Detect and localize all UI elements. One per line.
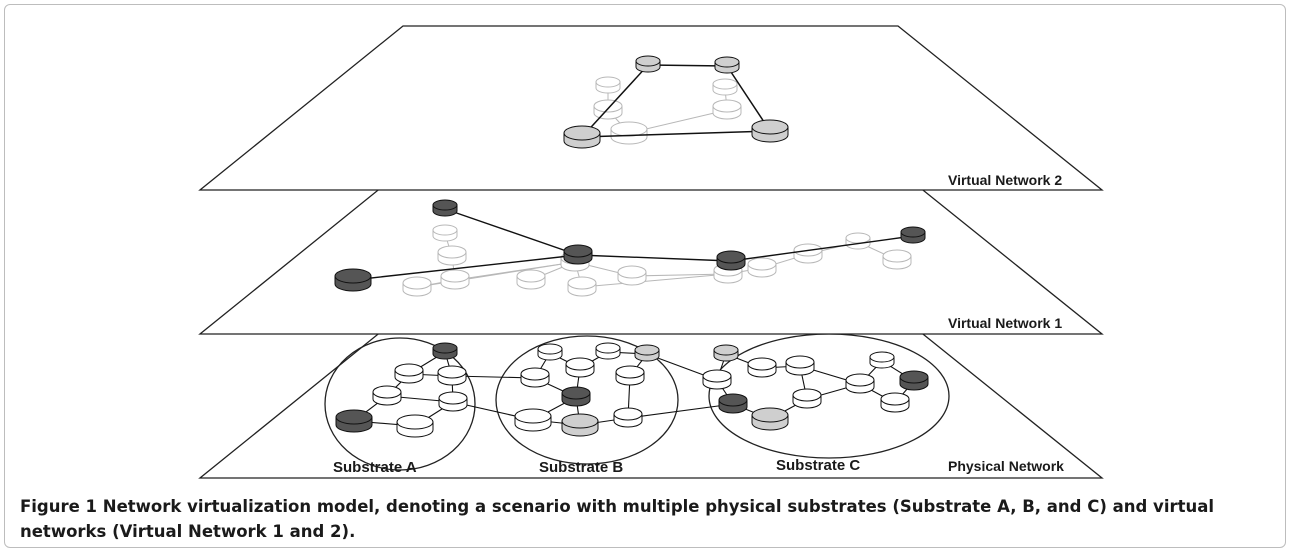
caption-label: Figure 1	[20, 497, 98, 516]
network-virtualization-diagram: Substrate A Substrate B Substrate C Phys…	[198, 25, 1104, 479]
substrate-node	[718, 393, 748, 414]
substrate-node	[438, 391, 468, 412]
substrate-node	[335, 409, 373, 433]
vn1-mapped-node	[402, 276, 432, 297]
vn2-mapped-node	[712, 99, 742, 120]
vn2-mapped-node	[610, 121, 648, 145]
virtual-network-2-plane	[198, 25, 1104, 191]
substrate-node	[747, 357, 777, 378]
substrate-node	[899, 370, 929, 391]
vn1-virtual-nodes	[334, 199, 926, 292]
substrate-node	[396, 414, 434, 438]
vn1-mapped-node	[845, 232, 871, 250]
substrate-node	[751, 407, 789, 431]
vn2-virtual-link	[647, 64, 728, 67]
substrate-node	[537, 343, 563, 361]
vn1-virtual-node	[900, 226, 926, 244]
substrate-node	[845, 373, 875, 394]
vn2-mapped-node	[712, 78, 738, 96]
vn2-virtual-node	[714, 56, 740, 74]
vn2-virtual-link	[581, 130, 771, 138]
substrate-b-boundary	[495, 335, 679, 465]
substrate-node	[394, 363, 424, 384]
substrate-node	[880, 392, 910, 413]
physical-network-label: Physical Network	[948, 458, 1064, 474]
vn1-mapped-node	[437, 245, 467, 266]
substrate-node	[595, 342, 621, 360]
vn1-mapped-link	[631, 273, 729, 277]
substrate-node	[869, 351, 895, 369]
substrate-c-label: Substrate C	[776, 457, 860, 474]
substrate-node	[792, 388, 822, 409]
vn1-virtual-link	[730, 235, 914, 262]
substrate-node	[565, 357, 595, 378]
vn1-virtual-node	[563, 244, 593, 265]
vn1-mapped-node	[516, 269, 546, 290]
virtual-network-2-layer: Virtual Network 2	[198, 25, 1104, 191]
substrate-node	[713, 344, 739, 362]
substrate-node	[520, 367, 550, 388]
vn1-virtual-link	[577, 254, 732, 262]
virtual-network-1-label: Virtual Network 1	[948, 315, 1062, 331]
vn1-virtual-link	[352, 254, 579, 281]
virtual-network-2-label: Virtual Network 2	[948, 172, 1062, 188]
physical-nodes	[335, 342, 929, 438]
vn1-virtual-node	[716, 250, 746, 271]
substrate-b-label: Substrate B	[539, 459, 623, 476]
vn1-mapped-node	[440, 269, 470, 290]
vn1-mapped-node	[793, 243, 823, 264]
substrate-node	[615, 365, 645, 386]
substrate-a-label: Substrate A	[333, 459, 417, 476]
substrate-a-boundary	[324, 337, 476, 471]
virtual-network-1-layer: Virtual Network 1	[198, 169, 1104, 335]
virtual-network-1-plane	[198, 169, 1104, 335]
substrate-node	[561, 413, 599, 437]
vn2-virtual-link	[581, 64, 649, 138]
substrate-node	[561, 386, 591, 407]
caption-text: Network virtualization model, denoting a…	[20, 497, 1215, 541]
vn2-virtual-node	[751, 119, 789, 143]
vn1-mapped-node	[432, 224, 458, 242]
vn1-virtual-links	[352, 208, 914, 281]
substrate-node	[437, 365, 467, 386]
vn1-virtual-link	[444, 208, 579, 256]
substrate-link	[627, 403, 734, 419]
vn1-mapped-node	[882, 249, 912, 270]
substrate-node	[372, 385, 402, 406]
vn1-mapped-node	[617, 265, 647, 286]
vn1-virtual-node	[432, 199, 458, 217]
vn1-mapped-link	[581, 273, 729, 288]
vn2-mapped-substrate-nodes	[593, 76, 742, 145]
vn2-virtual-node	[635, 55, 661, 73]
physical-network-layer: Substrate A Substrate B Substrate C Phys…	[198, 313, 1104, 479]
substrate-node	[634, 344, 660, 362]
figure-caption: Figure 1 Network virtualization model, d…	[20, 494, 1270, 544]
substrate-node	[613, 407, 643, 428]
figure-frame	[4, 4, 1286, 548]
vn2-mapped-node	[595, 76, 621, 94]
substrate-node	[785, 355, 815, 376]
substrate-node	[702, 369, 732, 390]
vn1-mapped-node	[567, 276, 597, 297]
substrate-node	[432, 342, 458, 360]
physical-network-plane	[198, 313, 1104, 479]
vn2-virtual-node	[563, 125, 601, 149]
vn1-virtual-node	[334, 268, 372, 292]
vn1-mapped-node	[747, 257, 777, 278]
substrate-node	[514, 408, 552, 432]
vn2-virtual-nodes	[563, 55, 789, 149]
